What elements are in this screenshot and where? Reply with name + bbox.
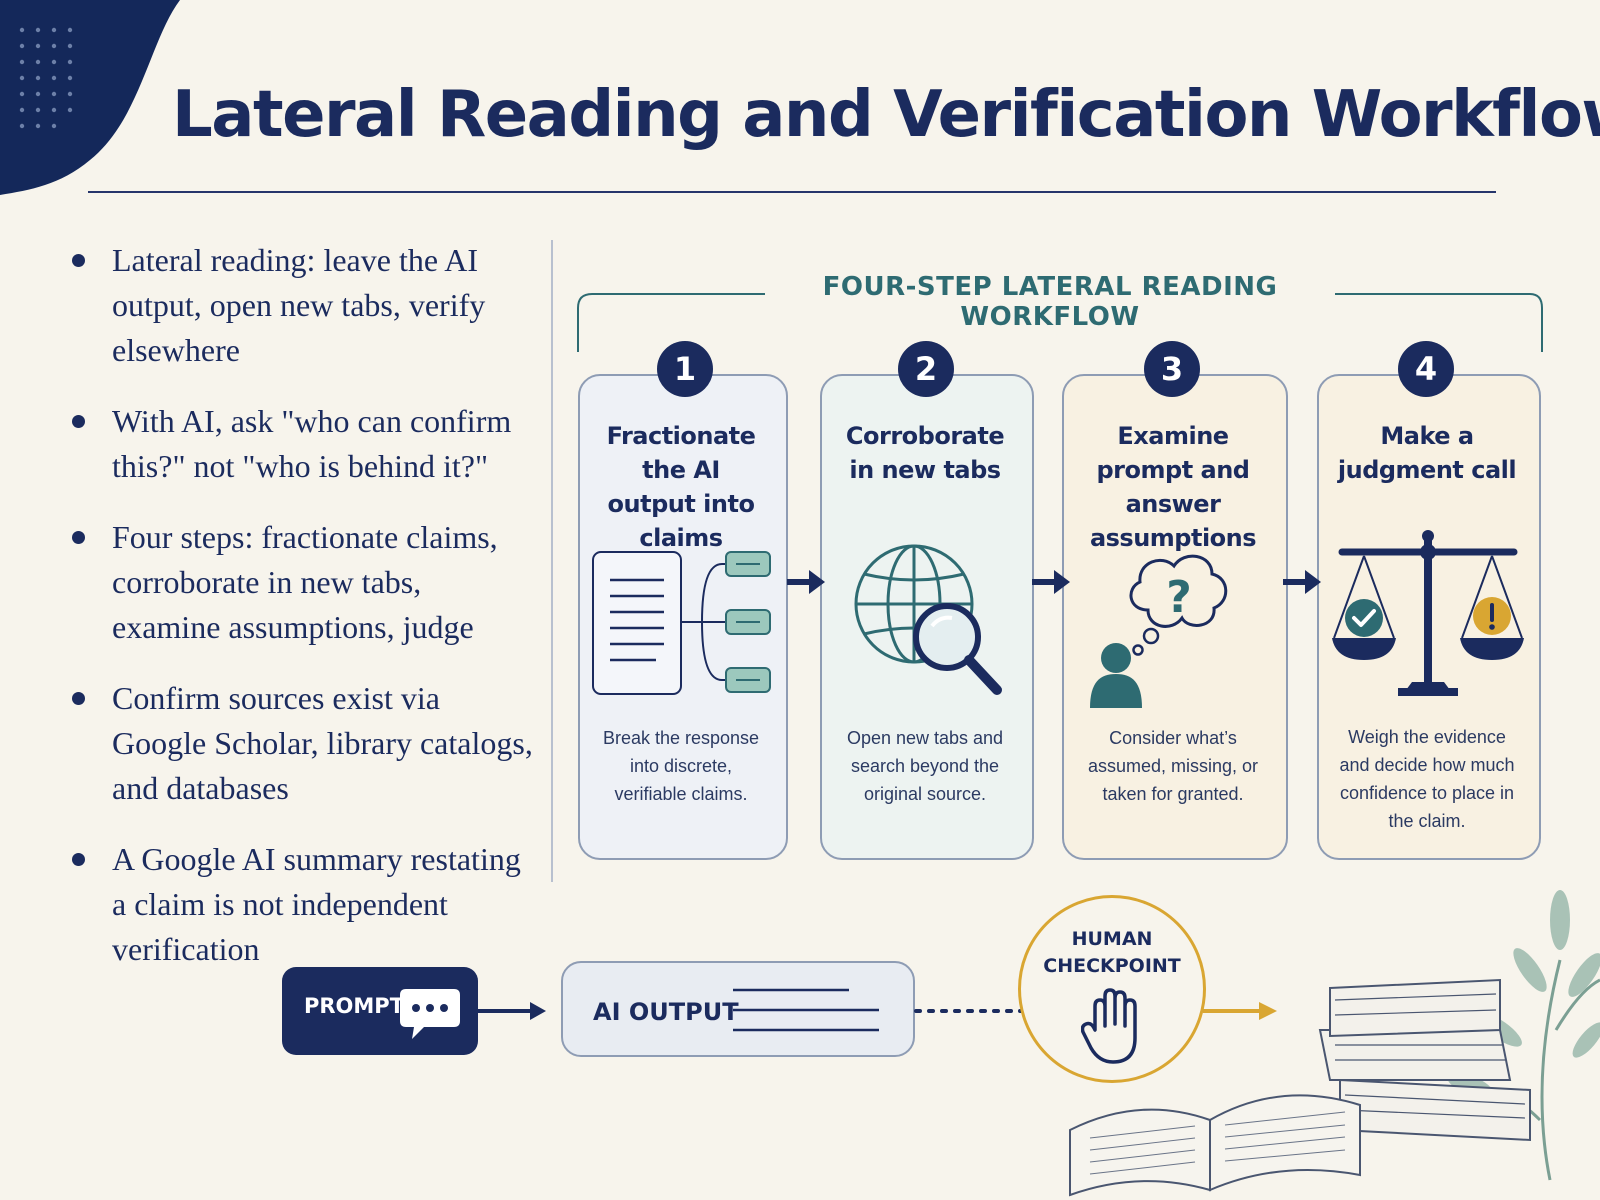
ai-output-box: AI OUTPUT	[561, 961, 915, 1057]
raised-hand-icon	[1081, 988, 1137, 1064]
column-divider	[551, 240, 553, 882]
prompt-box: PROMPT	[282, 967, 478, 1055]
step-number-3: 3	[1144, 341, 1200, 397]
step-number-2: 2	[898, 341, 954, 397]
bullet-dot	[72, 853, 85, 866]
arrow-right-icon	[1032, 570, 1070, 594]
person-question-icon: ?	[1090, 554, 1228, 708]
step-description-1: Break the response into discrete, verifi…	[602, 728, 760, 804]
checkpoint-label: HUMAN CHECKPOINT	[1043, 928, 1181, 977]
title-divider	[88, 191, 1496, 193]
books-plant-illustration	[1069, 890, 1600, 1197]
bullet-dot	[72, 531, 85, 544]
step-description-3: Consider what’s assumed, missing, or tak…	[1087, 728, 1259, 804]
globe-search-icon	[854, 544, 1002, 695]
corner-decoration	[0, 0, 180, 195]
bullet-list: Lateral reading: leave the AI output, op…	[66, 238, 536, 998]
step-title-4: Make a judgment call	[1337, 422, 1517, 484]
arrow-right-icon	[1203, 1002, 1277, 1020]
document-claims-icon	[592, 551, 771, 695]
arrow-right-icon	[478, 1002, 546, 1020]
step-number-4: 4	[1398, 341, 1454, 397]
arrow-right-icon	[787, 570, 825, 594]
prompt-label: PROMPT	[304, 994, 405, 1018]
text-lines-icon	[733, 988, 879, 1032]
bullet-text: Confirm sources exist via Google Scholar…	[112, 680, 533, 806]
step-number-1: 1	[657, 341, 713, 397]
bullet-item: A Google AI summary restating a claim is…	[66, 837, 536, 972]
balance-scale-icon	[1332, 530, 1524, 696]
workflow-title: FOUR-STEP LATERAL READING WORKFLOW	[822, 272, 1278, 332]
workflow-bracket	[577, 293, 1543, 352]
bullet-item: Confirm sources exist via Google Scholar…	[66, 676, 536, 811]
bullet-dot	[72, 692, 85, 705]
step-description-4: Weigh the evidence and decide how much c…	[1339, 727, 1515, 831]
bullet-text: Lateral reading: leave the AI output, op…	[112, 242, 486, 368]
chat-bubble-icon	[400, 989, 460, 1039]
bullet-text: A Google AI summary restating a claim is…	[112, 841, 521, 967]
bullet-text: With AI, ask "who can confirm this?" not…	[112, 403, 512, 484]
bullet-item: Lateral reading: leave the AI output, op…	[66, 238, 536, 373]
page-title: Lateral Reading and Verification Workflo…	[172, 78, 1600, 152]
bullet-dot	[72, 415, 85, 428]
arrow-right-icon	[1283, 570, 1321, 594]
bullet-text: Four steps: fractionate claims, corrobor…	[112, 519, 498, 645]
dotted-connector	[914, 1009, 1024, 1013]
step-title-1: Fractionate the AI output into claims	[606, 422, 756, 552]
bullet-item: With AI, ask "who can confirm this?" not…	[66, 399, 536, 489]
step-description-2: Open new tabs and search beyond the orig…	[846, 728, 1004, 804]
bullet-dot	[72, 254, 85, 267]
bullet-item: Four steps: fractionate claims, corrobor…	[66, 515, 536, 650]
ai-output-label: AI OUTPUT	[593, 998, 739, 1026]
svg-text:?: ?	[1166, 572, 1192, 623]
step-title-3: Examine prompt and answer assumptions	[1089, 422, 1257, 552]
human-checkpoint: HUMAN CHECKPOINT	[1018, 895, 1206, 1083]
step-title-2: Corroborate in new tabs	[845, 422, 1005, 484]
